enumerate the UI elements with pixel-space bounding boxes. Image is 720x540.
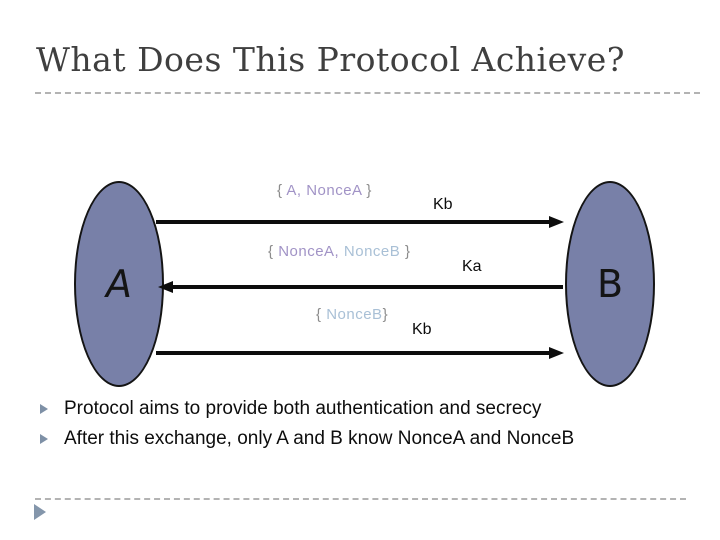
party-b-label: B bbox=[596, 262, 624, 306]
message-1-label: { A, NonceA } bbox=[277, 182, 372, 199]
message-1-purple-text: A, NonceA bbox=[286, 182, 362, 199]
footer-divider bbox=[35, 498, 686, 500]
bullet-chevron-icon bbox=[40, 404, 48, 414]
message-2-arrowhead-left-icon bbox=[158, 281, 173, 293]
message-3-arrow bbox=[156, 351, 550, 355]
message-2-close-brace: } bbox=[400, 243, 411, 260]
party-b-node: B bbox=[565, 181, 655, 387]
message-3-open-brace: { bbox=[316, 306, 327, 323]
bullet-item-1: Protocol aims to provide both authentica… bbox=[40, 398, 541, 420]
message-3-close-brace: } bbox=[382, 306, 389, 323]
message-2-arrow bbox=[173, 285, 563, 289]
message-3-label: { NonceB} bbox=[316, 306, 388, 323]
message-3-blue-text: NonceB bbox=[326, 306, 383, 323]
slide-title: What Does This Protocol Achieve? bbox=[36, 40, 626, 79]
message-1-arrowhead-right-icon bbox=[549, 216, 564, 228]
title-divider bbox=[35, 92, 700, 94]
message-2-key: Ka bbox=[462, 258, 482, 275]
bullet-chevron-icon bbox=[40, 434, 48, 444]
message-2-blue-text: NonceB bbox=[339, 243, 401, 260]
message-1-arrow bbox=[156, 220, 550, 224]
footer-arrow-icon bbox=[34, 504, 46, 520]
message-1-key: Kb bbox=[433, 196, 453, 213]
message-3-arrowhead-right-icon bbox=[549, 347, 564, 359]
message-2-purple-text: NonceA, bbox=[278, 243, 340, 260]
message-2-label: { NonceA, NonceB } bbox=[268, 243, 410, 260]
bullet-2-text: After this exchange, only A and B know N… bbox=[64, 428, 575, 449]
party-a-label: A bbox=[102, 262, 136, 306]
party-a-node: A bbox=[74, 181, 164, 387]
message-1-close-brace: } bbox=[361, 182, 372, 199]
bullet-item-2: After this exchange, only A and B know N… bbox=[40, 428, 574, 450]
message-1-open-brace: { bbox=[277, 182, 287, 199]
message-2-open-brace: { bbox=[268, 243, 279, 260]
message-3-key: Kb bbox=[412, 321, 432, 338]
bullet-1-text: Protocol aims to provide both authentica… bbox=[64, 398, 542, 419]
